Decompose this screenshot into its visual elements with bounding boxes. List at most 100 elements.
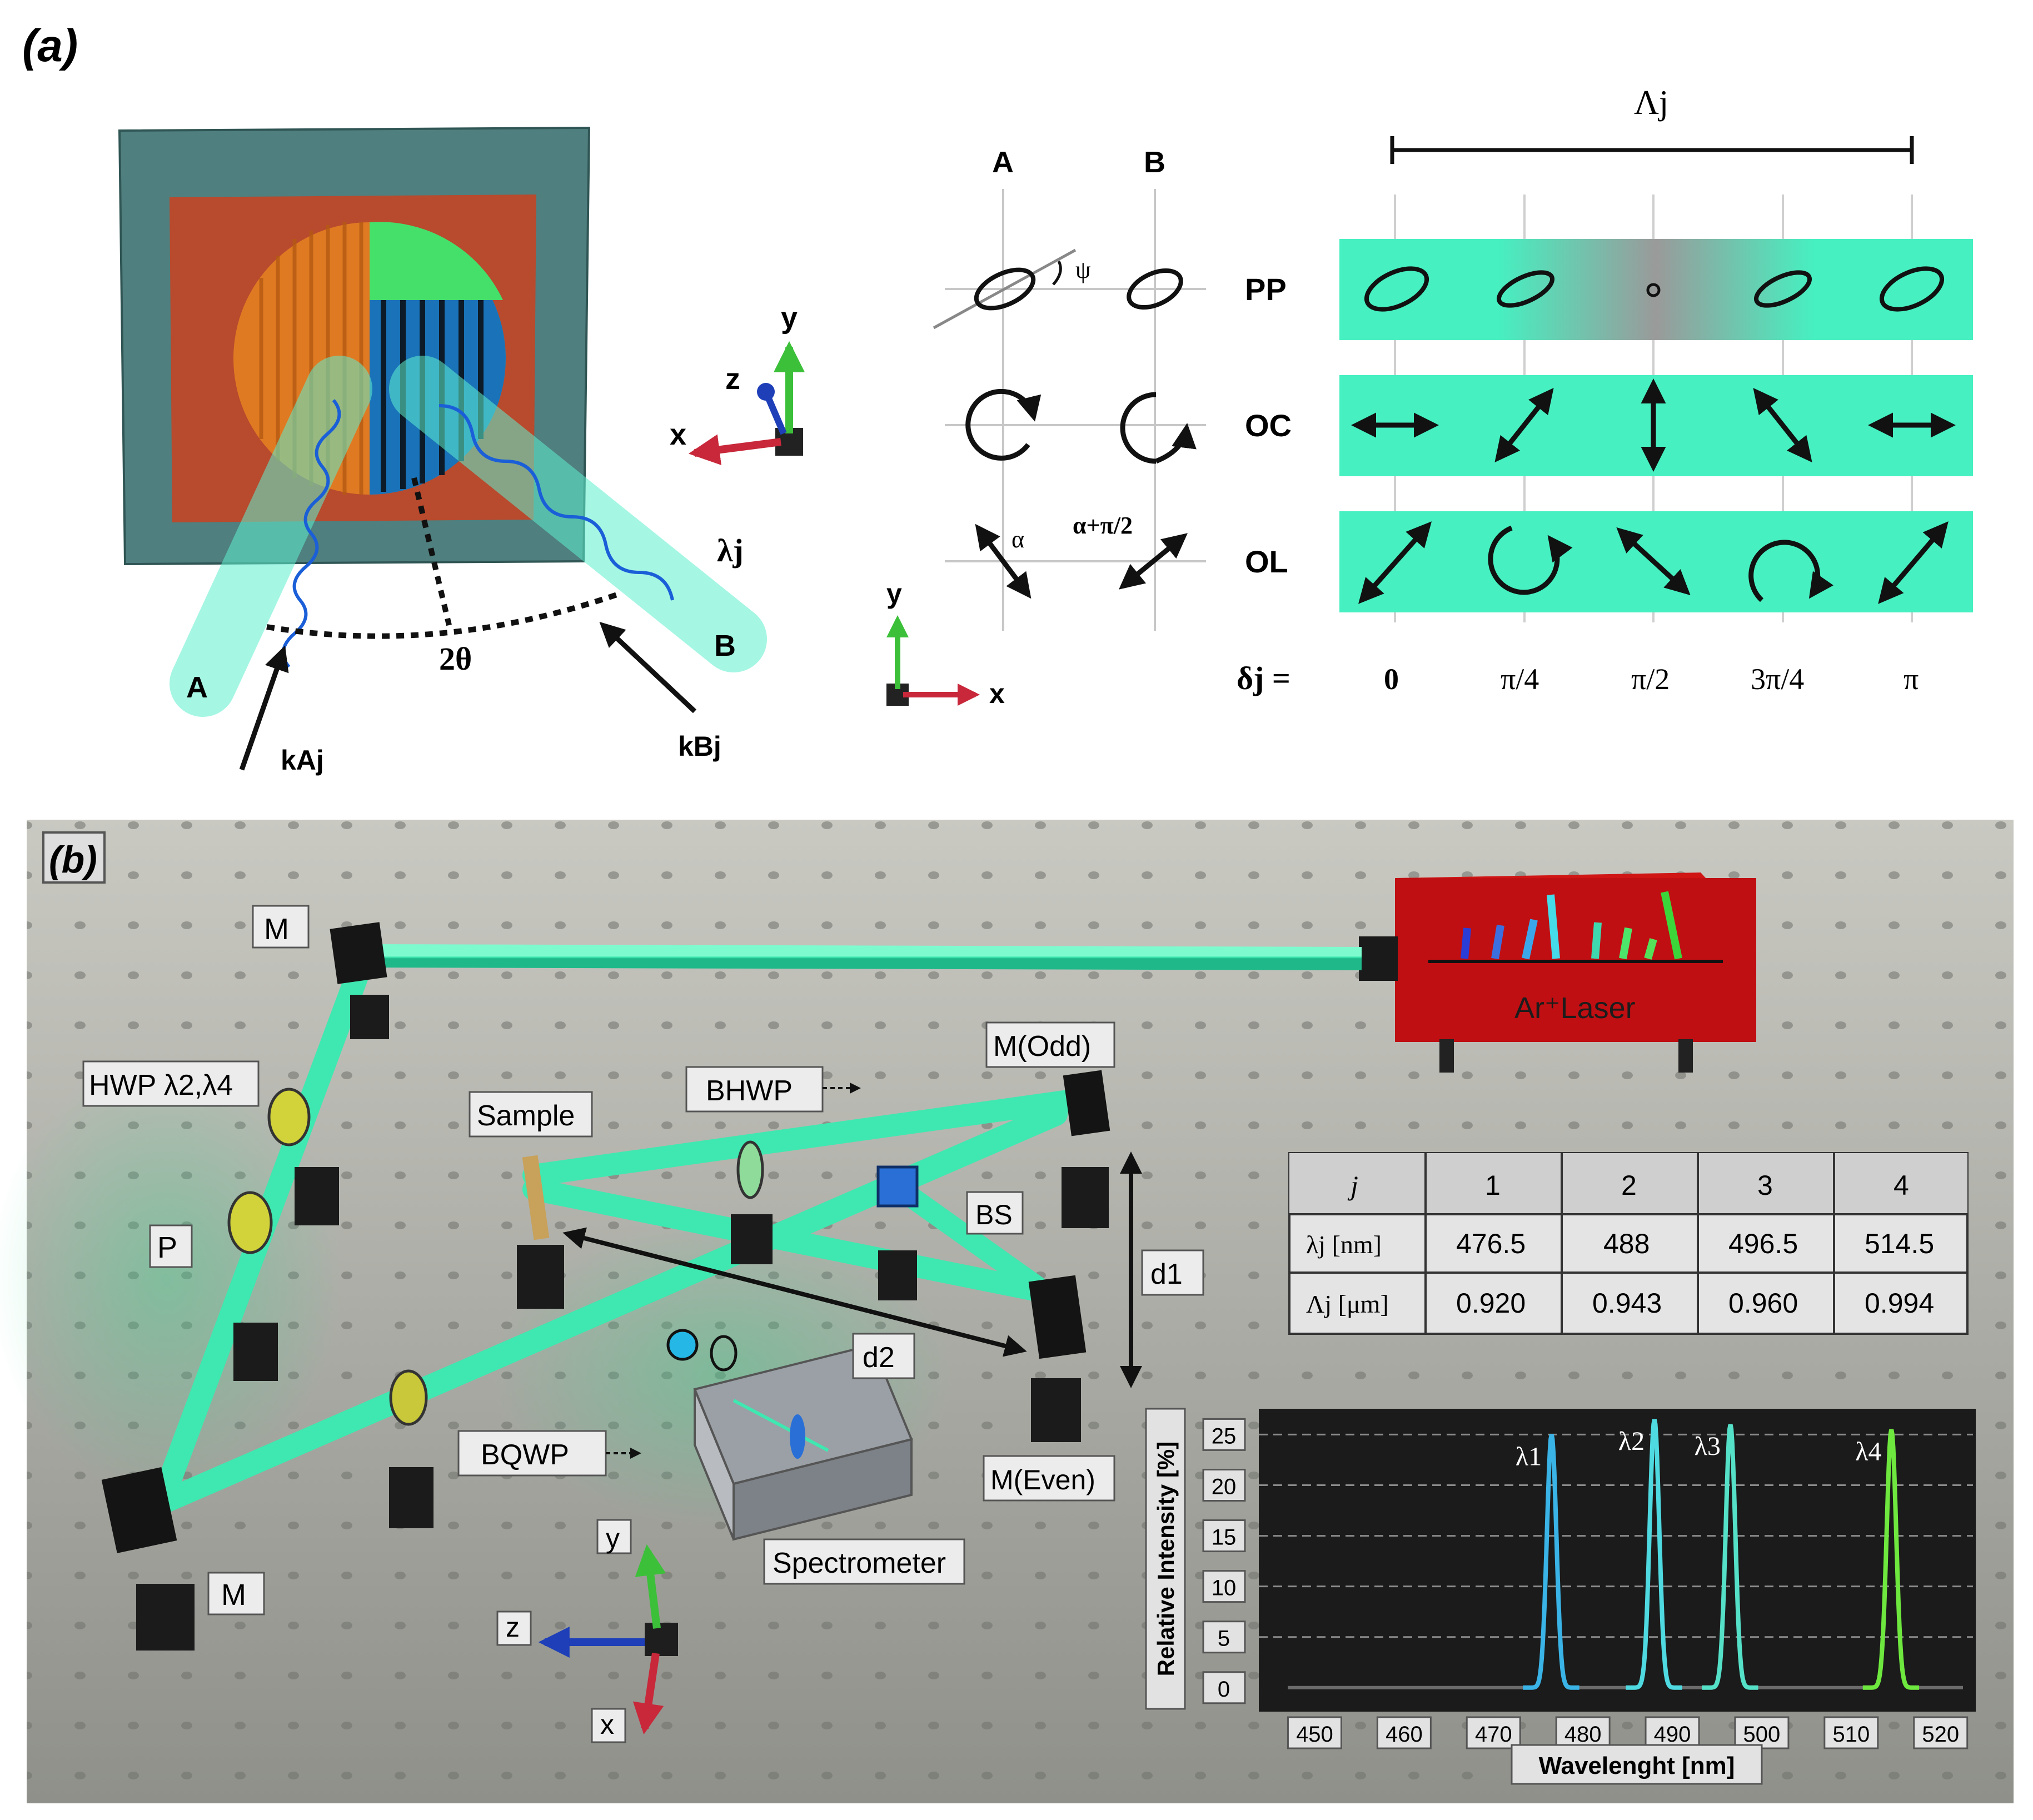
table-row-label: Λj [μm] bbox=[1306, 1290, 1389, 1318]
spectrum-baseline bbox=[1288, 1419, 1963, 1689]
axis-y-label: y bbox=[781, 301, 798, 335]
axes-origin-cube bbox=[645, 1623, 678, 1656]
table-cell: 496.5 bbox=[1728, 1228, 1798, 1259]
k-a-arrow bbox=[239, 645, 289, 771]
laser-label: Ar⁺Laser bbox=[1514, 991, 1636, 1025]
beam-a bbox=[170, 356, 372, 717]
spectrum-peak-3 bbox=[1702, 1424, 1758, 1690]
table-cell: 0.960 bbox=[1728, 1288, 1798, 1319]
wavelength-table: j 1 2 3 4 λj [nm] 476.5 488 496.5 514.5 … bbox=[1288, 1152, 1969, 1335]
beam-splitter bbox=[876, 1165, 919, 1208]
label-bs: BS bbox=[975, 1199, 1013, 1230]
x-axis-arrow bbox=[688, 434, 781, 466]
alpha-label: α bbox=[1011, 526, 1024, 553]
psi-label: ψ bbox=[1075, 256, 1091, 283]
label-spectrometer: Spectrometer bbox=[773, 1547, 946, 1579]
label-hwp: HWP λ2,λ4 bbox=[89, 1069, 233, 1101]
label-m-bottom: M bbox=[221, 1578, 246, 1612]
label-d1: d1 bbox=[1150, 1258, 1183, 1290]
table-cell: 0.943 bbox=[1592, 1288, 1662, 1319]
x-tick-label: 500 bbox=[1743, 1722, 1781, 1747]
beam-odd-to-sample bbox=[522, 1086, 1103, 1186]
label-m-top: M bbox=[264, 913, 289, 946]
mirror-odd bbox=[1063, 1070, 1110, 1136]
y-tick-label: 20 bbox=[1212, 1475, 1237, 1499]
ellipse-a-icon bbox=[974, 267, 1036, 311]
chart-plot-area bbox=[1259, 1409, 1976, 1712]
y-tick-label: 0 bbox=[1218, 1677, 1230, 1702]
grating-green-zone bbox=[370, 222, 503, 300]
series-label: λ1 bbox=[1516, 1442, 1542, 1471]
d2-arrow bbox=[562, 1227, 1027, 1357]
delta-value: π/4 bbox=[1501, 662, 1539, 696]
angle-arc bbox=[266, 592, 618, 639]
ol-arrow-icon bbox=[1358, 521, 1432, 604]
optics bbox=[101, 922, 1110, 1651]
col-a-label: A bbox=[992, 146, 1014, 179]
polarizer-optic bbox=[227, 1191, 273, 1254]
component-labels: M HWP λ2,λ4 P Sample BHWP M(Odd) BS d1 d… bbox=[82, 905, 1204, 1615]
col-b-label: B bbox=[1144, 146, 1165, 179]
table-cell: 0.920 bbox=[1456, 1288, 1526, 1319]
alpha-plus-label: α+π/2 bbox=[1073, 512, 1133, 539]
spectrum-peak-2 bbox=[1626, 1419, 1682, 1690]
beam-b bbox=[389, 356, 767, 672]
mirror-even bbox=[1028, 1275, 1087, 1359]
normal-dashed-line bbox=[411, 477, 452, 626]
x-tick-label: 490 bbox=[1654, 1722, 1691, 1747]
k-a-label: kAj bbox=[281, 745, 324, 776]
z-axis-arrow bbox=[764, 393, 787, 435]
linear-b-icon bbox=[1119, 533, 1188, 590]
hwp-optic bbox=[267, 1088, 311, 1146]
table-cell: 476.5 bbox=[1456, 1228, 1526, 1259]
oc-arrow-icon bbox=[1753, 387, 1812, 463]
period-map: Λj PP OC OL bbox=[1237, 84, 1973, 696]
polarization-states: A B ψ α α+π/2 y x bbox=[886, 146, 1206, 709]
chart-x-label: Wavelenght [nm] bbox=[1539, 1752, 1735, 1779]
circular-b-icon bbox=[1120, 392, 1157, 464]
axes-3d-a: y x z bbox=[670, 301, 805, 466]
wavelength-label: λj bbox=[717, 532, 744, 569]
y-tick-label: 15 bbox=[1212, 1525, 1237, 1550]
pp-band bbox=[1339, 239, 1973, 340]
axis-x-2d-label: x bbox=[989, 678, 1005, 709]
period-label: Λj bbox=[1634, 84, 1668, 122]
label-bqwp: BQWP bbox=[481, 1439, 569, 1471]
bqwp-optic bbox=[389, 1369, 428, 1426]
table-header-cell: 1 bbox=[1485, 1170, 1501, 1201]
circular-a-icon bbox=[965, 388, 1042, 461]
axis-z-label: z bbox=[725, 362, 740, 396]
spectrum-peak-1 bbox=[1523, 1434, 1579, 1690]
pp-ellipse-icon bbox=[1364, 266, 1429, 312]
table-cell: 488 bbox=[1603, 1228, 1650, 1259]
axis-y-label: y bbox=[606, 1523, 620, 1554]
delta-value: π/2 bbox=[1631, 662, 1670, 696]
angle-label: 2θ bbox=[439, 641, 472, 677]
k-b-arrow bbox=[599, 621, 697, 714]
laser-aperture bbox=[1359, 936, 1398, 981]
series-label: λ4 bbox=[1855, 1437, 1881, 1466]
y-tick-label: 10 bbox=[1212, 1576, 1237, 1600]
panel-a: (a) bbox=[22, 21, 1973, 776]
y-tick-label: 5 bbox=[1218, 1627, 1230, 1651]
x-tick-label: 450 bbox=[1296, 1722, 1333, 1747]
axis-z-label: z bbox=[506, 1612, 520, 1643]
table-header-cell: 4 bbox=[1894, 1170, 1909, 1201]
label-d2: d2 bbox=[863, 1342, 895, 1374]
label-bhwp: BHWP bbox=[706, 1075, 793, 1107]
y-axis-arrow bbox=[635, 1544, 666, 1629]
panel-b: (b) Ar⁺Laser bbox=[0, 820, 2014, 1803]
axis-y-2d-label: y bbox=[886, 578, 902, 609]
pp-ellipse-icon bbox=[1879, 266, 1945, 312]
axis-x-label: x bbox=[600, 1709, 614, 1740]
ol-arrow-icon bbox=[1878, 521, 1949, 604]
beam-a-label: A bbox=[186, 671, 208, 704]
series-label: λ3 bbox=[1695, 1432, 1721, 1461]
x-tick-label: 460 bbox=[1386, 1722, 1423, 1747]
row-ol-label: OL bbox=[1245, 544, 1288, 579]
y-tick-label: 25 bbox=[1212, 1424, 1237, 1448]
linear-a-icon bbox=[975, 523, 1032, 599]
panel-b-label: (b) bbox=[49, 839, 97, 881]
